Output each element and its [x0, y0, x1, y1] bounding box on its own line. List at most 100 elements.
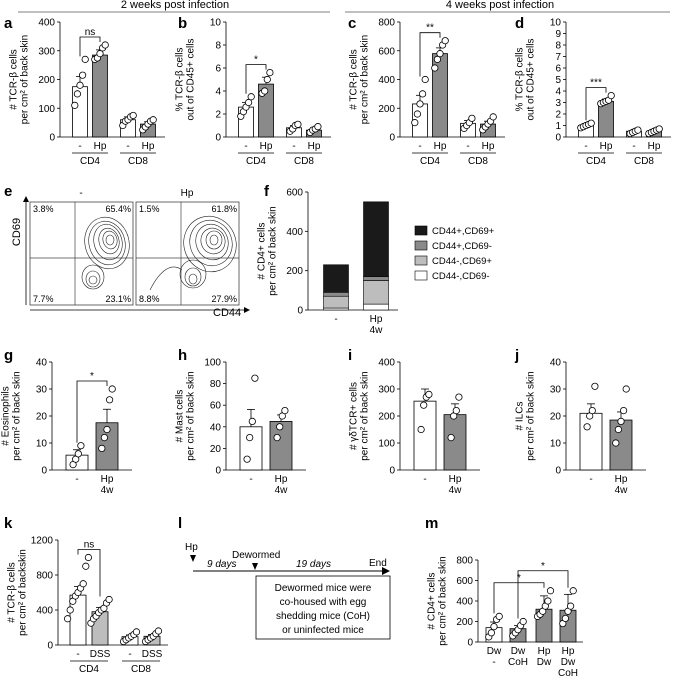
bar-a: [92, 54, 108, 138]
stacked-bar-segment-f: [363, 280, 389, 305]
flow-plot-1-q-lr: 23.1%: [105, 294, 131, 304]
data-point-b: [294, 120, 302, 128]
data-point-m: [546, 587, 555, 595]
data-point-h: [251, 374, 259, 382]
y-tick-label-m: 0: [467, 638, 473, 649]
data-point-j: [622, 385, 630, 393]
panel-letter-b: b: [178, 15, 187, 32]
data-point-b: [266, 69, 274, 77]
data-point-b: [263, 75, 271, 84]
y-tick-label-b: 8: [215, 41, 221, 52]
significance-bracket-m: [493, 582, 545, 614]
flow-plot-1-q-ur: 65.4%: [105, 204, 131, 214]
y-axis-label-i: # γδTCR+ cellsper cm² of back skin: [349, 371, 371, 460]
data-point-k: [105, 595, 113, 604]
x-tick-label-j: -: [589, 474, 592, 485]
y-tick-label-i: 0: [389, 466, 395, 477]
y-tick-label-f: 400: [286, 227, 303, 238]
panel-letter-d: d: [515, 15, 524, 32]
y-tick-label-c: 800: [378, 18, 395, 29]
data-point-k: [84, 553, 93, 562]
data-point-b: [314, 123, 322, 131]
data-point-g: [100, 433, 109, 442]
significance-bracket-k: [77, 549, 101, 597]
header-left: 2 weeks post infection: [121, 0, 229, 11]
panel-letter-i: i: [348, 347, 352, 364]
header-right: 4 weeks post infection: [446, 0, 554, 11]
y-tick-label-d: 7: [555, 52, 561, 63]
y-tick-label-j: 10: [550, 439, 562, 450]
data-point-k: [79, 580, 87, 588]
panel-letter-e: e: [4, 183, 12, 200]
data-point-k: [154, 627, 163, 635]
y-tick-label-d: 5: [555, 75, 561, 86]
bar-i: [413, 400, 437, 471]
y-tick-label-j: 20: [550, 412, 562, 423]
data-point-a: [73, 90, 82, 98]
x-tick-label-d: Hp: [648, 141, 661, 152]
x-tick-label-k: -: [128, 649, 131, 660]
y-tick-label-i: 300: [378, 385, 395, 396]
flow-plot-1-q-ul: 3.8%: [33, 204, 54, 214]
data-point-a: [149, 116, 157, 124]
data-point-i: [447, 433, 455, 442]
data-point-i: [425, 390, 433, 398]
x-tick-label-d: -: [632, 141, 635, 152]
bar-i: [443, 414, 467, 471]
data-point-j: [588, 406, 596, 415]
significance-label-b: *: [254, 55, 258, 66]
y-tick-label-c: 0: [389, 133, 395, 144]
data-point-d: [655, 125, 663, 133]
data-point-c: [436, 50, 444, 58]
data-point-h: [248, 417, 256, 425]
flow-y-arrowhead: [23, 196, 29, 202]
data-point-m: [519, 617, 527, 626]
x-tick-label-b: Hp: [260, 141, 273, 152]
group-label-a: CD4: [80, 156, 100, 167]
y-tick-label-g: 30: [36, 385, 48, 396]
data-point-h: [273, 433, 281, 442]
y-tick-label-i: 200: [378, 412, 395, 423]
stacked-bar-segment-f: [323, 264, 349, 293]
y-tick-label-d: 1: [555, 121, 561, 132]
data-point-a: [79, 71, 87, 79]
y-tick-label-h: 20: [210, 444, 222, 455]
data-point-j: [591, 382, 599, 390]
data-point-k: [64, 615, 72, 623]
significance-label-c: **: [426, 23, 434, 34]
significance-bracket-m: [517, 570, 569, 619]
y-tick-label-c: 600: [378, 46, 395, 57]
data-point-g: [74, 450, 82, 458]
data-point-c: [411, 119, 419, 127]
data-point-g: [103, 425, 111, 434]
x-tick-label-b: -: [244, 141, 247, 152]
bar-j: [579, 412, 603, 471]
y-tick-label-m: 800: [456, 556, 473, 567]
legend-swatch-cd44p-cd69p: [414, 225, 428, 236]
data-point-j: [614, 425, 623, 434]
data-point-g: [98, 444, 106, 452]
significance-label-m: *: [517, 573, 521, 584]
flow-x-axis-label: CD44: [213, 307, 241, 319]
stacked-bar-segment-f: [363, 303, 389, 311]
x-tick-label-c: Hp: [482, 141, 495, 152]
x-tick-label-b: -: [292, 141, 295, 152]
x-tick-label-f: -: [334, 314, 337, 325]
flow-panel-e: CD69 CD44 - Hp 3.8% 65.4% 7.7% 23.1%: [11, 188, 250, 319]
y-axis-label-j: # ILCsper cm² of back skin: [515, 371, 537, 460]
y-axis-label-a: # TCR-β cellsper cm² of back skin: [9, 35, 31, 124]
y-tick-label-f: 0: [297, 306, 303, 317]
y-tick-label-a: 400: [38, 18, 55, 29]
data-point-a: [71, 101, 79, 109]
x-tick-label-i: -: [423, 474, 426, 485]
flow-plot-2-q-ur: 61.8%: [211, 204, 237, 214]
y-tick-label-f: 200: [286, 266, 303, 277]
x-tick-label-a: Hp: [94, 141, 107, 152]
y-tick-label-c: 400: [378, 75, 395, 86]
